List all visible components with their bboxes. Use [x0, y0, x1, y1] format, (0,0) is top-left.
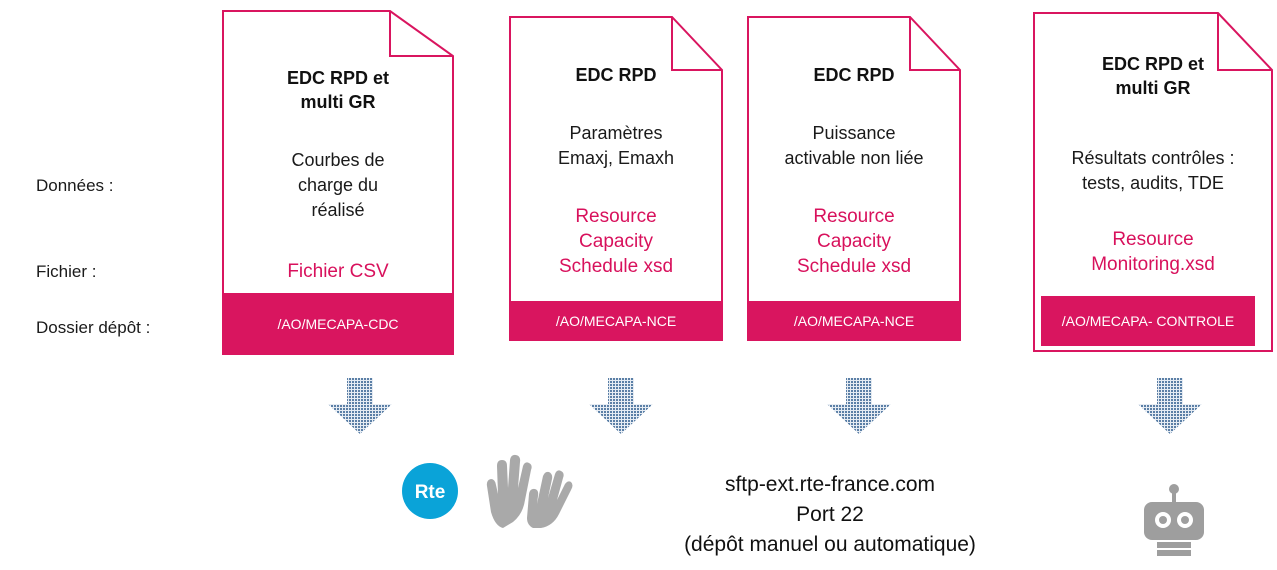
rte-logo-icon: Rte [402, 463, 458, 519]
row-label-donnees: Données : [36, 176, 114, 195]
document-card-2: EDC RPD Paramètres Emaxj, Emaxh Resource… [509, 16, 723, 341]
document-card-4: EDC RPD et multi GR Résultats contrôles … [1033, 12, 1273, 352]
robot-icon [1144, 484, 1204, 556]
document-data-description: Résultats contrôles : tests, audits, TDE [1071, 148, 1235, 193]
document-card-3: EDC RPD Puissance activable non liée Res… [747, 16, 961, 341]
down-arrow-icon [827, 378, 891, 434]
down-arrow-icon [1138, 378, 1202, 434]
document-folder-path: /AO/MECAPA-NCE [747, 301, 961, 341]
rte-logo-text: Rte [415, 482, 446, 503]
row-label-fichier: Fichier : [36, 262, 97, 281]
document-file-type: Fichier CSV [287, 261, 389, 282]
document-file-type: Resource Capacity Schedule xsd [558, 206, 674, 277]
document-title: EDC RPD [575, 65, 657, 85]
row-label-dossier: Dossier dépôt : [36, 318, 151, 337]
document-title: EDC RPD et multi GR [1101, 54, 1204, 98]
document-frame [1033, 12, 1273, 352]
sftp-destination: sftp-ext.rte-france.com Port 22 (dépôt m… [640, 470, 1020, 560]
document-folder-path: /AO/MECAPA- CONTROLE [1041, 296, 1255, 346]
down-arrow-icon [589, 378, 653, 434]
document-file-type: Resource Monitoring.xsd [1091, 229, 1215, 275]
document-folder-path: /AO/MECAPA-CDC [222, 293, 454, 355]
sftp-host: sftp-ext.rte-france.com [724, 473, 936, 496]
sftp-mode: (dépôt manuel ou automatique) [684, 533, 976, 556]
document-data-description: Paramètres Emaxj, Emaxh [557, 123, 675, 168]
sftp-port: Port 22 [796, 503, 864, 526]
document-folder-path: /AO/MECAPA-NCE [509, 301, 723, 341]
down-arrow-icon [328, 378, 392, 434]
document-frame [747, 16, 961, 341]
document-data-description: Courbes de charge du réalisé [291, 150, 385, 220]
document-card-1: EDC RPD et multi GR Courbes de charge du… [222, 10, 454, 355]
hands-icon [486, 454, 573, 528]
document-title: EDC RPD et multi GR [286, 68, 389, 112]
document-title: EDC RPD [813, 65, 895, 85]
document-frame [509, 16, 723, 341]
document-data-description: Puissance activable non liée [784, 123, 924, 168]
document-file-type: Resource Capacity Schedule xsd [796, 206, 912, 277]
